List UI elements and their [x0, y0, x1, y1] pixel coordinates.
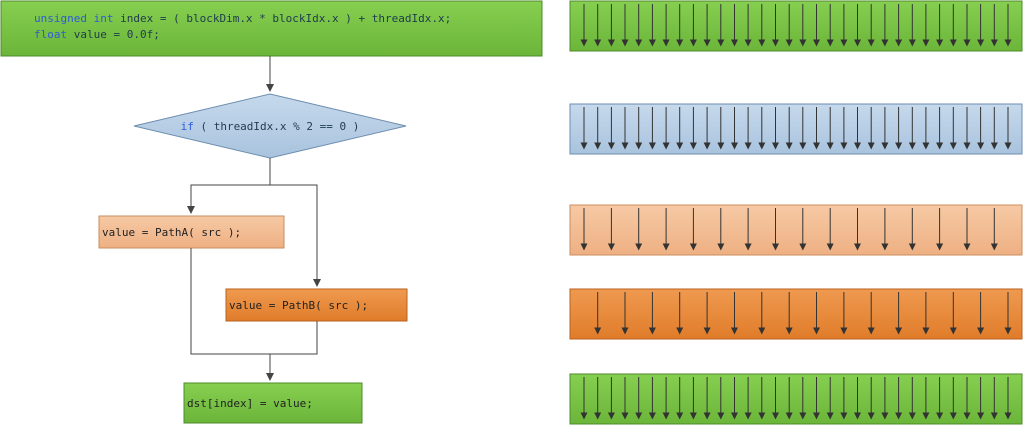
path-a-label: value = PathA( src );	[102, 226, 241, 239]
lane-all-threads-start	[569, 0, 1023, 52]
end-block-box	[183, 382, 363, 424]
start-block-line-1-keyword: unsigned int	[34, 12, 113, 25]
start-block-line-1: unsigned int index = ( blockDim.x * bloc…	[34, 12, 451, 25]
arrow-decision-to-path-b	[270, 184, 321, 287]
arrow-decision-to-path-a	[187, 158, 271, 214]
lane-bar	[569, 0, 1023, 52]
start-block-line-2-code: value = 0.0f;	[67, 28, 160, 41]
thread-lanes	[569, 0, 1023, 425]
merge-line-path-a	[190, 248, 270, 355]
decision-condition: ( threadIdx.x % 2 == 0 )	[194, 120, 360, 133]
path-a-block: value = PathA( src );	[98, 215, 285, 249]
start-block-box	[0, 0, 543, 57]
start-block-line-1-code: index = ( blockDim.x * blockIdx.x ) + th…	[113, 12, 451, 25]
merge-line-path-b	[270, 321, 318, 355]
path-a-box	[98, 215, 285, 249]
lane-bar	[569, 103, 1023, 155]
lane-bar	[569, 373, 1023, 425]
path-b-label: value = PathB( src );	[229, 299, 368, 312]
lane-bar	[569, 288, 1023, 340]
end-block: dst[index] = value;	[183, 382, 363, 424]
path-b-block: value = PathB( src );	[225, 288, 408, 322]
lane-path-a-threads	[569, 204, 1023, 256]
start-block-line-2-keyword: float	[34, 28, 67, 41]
lane-all-threads-branch	[569, 103, 1023, 155]
lane-path-b-threads	[569, 288, 1023, 340]
end-block-label: dst[index] = value;	[187, 397, 313, 410]
start-block-line-2: float value = 0.0f;	[34, 28, 160, 41]
lane-bar	[569, 204, 1023, 256]
decision-keyword: if	[181, 120, 194, 133]
flowchart: unsigned int index = ( blockDim.x * bloc…	[0, 0, 543, 424]
lane-all-threads-end	[569, 373, 1023, 425]
decision-label: if ( threadIdx.x % 2 == 0 )	[181, 120, 360, 133]
decision: if ( threadIdx.x % 2 == 0 )	[133, 93, 407, 159]
start-block: unsigned int index = ( blockDim.x * bloc…	[0, 0, 543, 57]
